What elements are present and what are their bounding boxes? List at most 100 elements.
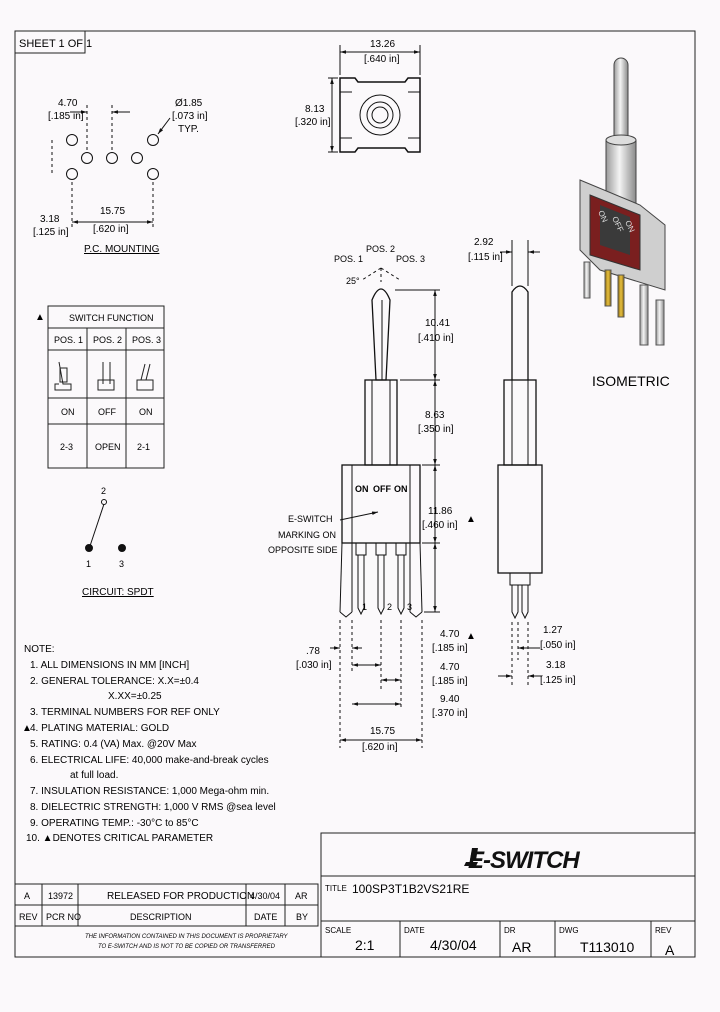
pos2-label: POS. 2 xyxy=(366,244,395,254)
pcb-dim-hole-typ: TYP. xyxy=(178,124,199,135)
note-6: 6. ELECTRICAL LIFE: 40,000 make-and-brea… xyxy=(30,755,269,766)
rev-header-desc: DESCRIPTION xyxy=(130,912,192,922)
date-label: DATE xyxy=(404,926,425,935)
sheet-label: SHEET 1 OF 1 xyxy=(19,38,92,50)
rev-row-pcr: 13972 xyxy=(48,891,73,901)
front-dim-pin-left-inch: [.030 in] xyxy=(296,660,332,671)
front-dim-width-inch: [.620 in] xyxy=(362,742,398,753)
top-dim-width-inch: [.640 in] xyxy=(364,54,400,65)
switch-function-table xyxy=(47,305,165,469)
top-dim-height-inch: [.320 in] xyxy=(295,117,331,128)
front-dim-width: 15.75 xyxy=(370,726,395,737)
dr-label: DR xyxy=(504,926,516,935)
pcb-dim-hole: Ø1.85 xyxy=(175,98,203,109)
notes-heading: NOTE: xyxy=(24,644,55,655)
rev-row-date: 4/30/04 xyxy=(250,891,280,901)
dr-value: AR xyxy=(512,939,531,955)
body-label-on1: ON xyxy=(355,484,369,494)
note-7: 7. INSULATION RESISTANCE: 1,000 Mega-ohm… xyxy=(30,786,269,797)
note-2: 2. GENERAL TOLERANCE: X.X=±0.4 xyxy=(30,676,199,687)
dwg-label: DWG xyxy=(559,926,579,935)
side-dim-top: 2.92 xyxy=(474,237,494,248)
side-dim-pin2: 3.18 xyxy=(546,660,566,671)
side-view xyxy=(497,240,543,686)
rev-row-desc: RELEASED FOR PRODUCTION xyxy=(107,891,254,902)
critical-marker-note: ▲ xyxy=(22,723,32,734)
circuit-pin-3: 3 xyxy=(119,559,124,569)
title-label: TITLE xyxy=(325,884,347,893)
note-8: 8. DIELECTRIC STRENGTH: 1,000 V RMS @sea… xyxy=(30,802,276,813)
notes-block: NOTE: 1. ALL DIMENSIONS IN MM [INCH] 2. … xyxy=(22,644,276,844)
disclaimer-line-1: THE INFORMATION CONTAINED IN THIS DOCUME… xyxy=(85,934,288,940)
sf-state-3: ON xyxy=(139,407,153,417)
front-dim-pin-a-inch: [.185 in] xyxy=(432,643,468,654)
rev-row-by: AR xyxy=(295,891,308,901)
pcb-dim-left: 3.18 xyxy=(40,214,60,225)
front-dim-body-inch: [.460 in] xyxy=(422,520,458,531)
front-dim-body: 11.86 xyxy=(428,506,453,517)
pos1-label: POS. 1 xyxy=(334,254,363,264)
pcb-dim-left-inch: [.125 in] xyxy=(33,227,69,238)
front-dim-bushing-inch: [.350 in] xyxy=(418,424,454,435)
front-dim-lever: 10.41 xyxy=(425,318,450,329)
circuit-pin-2: 2 xyxy=(101,486,106,496)
circuit-caption: CIRCUIT: SPDT xyxy=(82,587,154,598)
body-label-on2: ON xyxy=(394,484,408,494)
scale-label: SCALE xyxy=(325,926,351,935)
front-dim-lever-inch: [.410 in] xyxy=(418,333,454,344)
switch-function-title: SWITCH FUNCTION xyxy=(69,313,154,323)
note-3: 3. TERMINAL NUMBERS FOR REF ONLY xyxy=(30,707,220,718)
sf-header-pos1: POS. 1 xyxy=(54,335,83,345)
marking-note-1: E-SWITCH xyxy=(288,514,333,524)
rev-header-date: DATE xyxy=(254,912,277,922)
sf-conn-1: 2-3 xyxy=(60,442,73,452)
note-1: 1. ALL DIMENSIONS IN MM [INCH] xyxy=(30,660,189,671)
critical-marker-1: ▲ xyxy=(466,514,476,525)
top-dim-height: 8.13 xyxy=(305,104,325,115)
pcb-dim-hole-inch: [.073 in] xyxy=(172,111,208,122)
note-2b: X.XX=±0.25 xyxy=(108,691,162,702)
side-dim-pin-inch: [.050 in] xyxy=(540,640,576,651)
front-dim-pin-left: .78 xyxy=(306,646,320,657)
pcb-dim-top: 4.70 xyxy=(58,98,78,109)
front-dim-pin-b-inch: [.185 in] xyxy=(432,676,468,687)
front-dim-pin-b: 4.70 xyxy=(440,662,460,673)
scale-value: 2:1 xyxy=(355,937,375,953)
note-10: 10. ▲DENOTES CRITICAL PARAMETER xyxy=(26,833,213,844)
top-view xyxy=(328,45,421,153)
rev-row-rev: A xyxy=(24,891,30,901)
pin-number-3: 3 xyxy=(407,602,412,612)
critical-marker-table: ▲ xyxy=(35,312,45,323)
pcb-dim-bottom: 15.75 xyxy=(100,206,125,217)
sf-conn-2: OPEN xyxy=(95,442,121,452)
side-dim-pin: 1.27 xyxy=(543,625,563,636)
rev-label: REV xyxy=(655,926,672,935)
sf-conn-3: 2-1 xyxy=(137,442,150,452)
pcb-mounting-view xyxy=(51,105,171,228)
sf-header-pos2: POS. 2 xyxy=(93,335,122,345)
logo-text: E-SWITCH xyxy=(468,847,580,874)
top-dim-width: 13.26 xyxy=(370,39,395,50)
front-view xyxy=(330,267,440,748)
pin-number-2: 2 xyxy=(387,602,392,612)
rev-header-by: BY xyxy=(296,912,308,922)
front-dim-pin-c: 9.40 xyxy=(440,694,460,705)
note-4: 4. PLATING MATERIAL: GOLD xyxy=(30,723,169,734)
note-6b: at full load. xyxy=(70,770,118,781)
pos3-label: POS. 3 xyxy=(396,254,425,264)
rev-header-rev: REV xyxy=(19,912,38,922)
pin-number-1: 1 xyxy=(362,602,367,612)
disclaimer-line-2: TO E-SWITCH AND IS NOT TO BE COPIED OR T… xyxy=(98,944,276,950)
pcb-dim-bottom-inch: [.620 in] xyxy=(93,224,129,235)
body-label-off: OFF xyxy=(373,484,391,494)
critical-marker-2: ▲ xyxy=(466,631,476,642)
circuit-pin-1: 1 xyxy=(86,559,91,569)
title-block xyxy=(320,832,696,958)
circuit-diagram xyxy=(85,499,126,552)
marking-note-3: OPPOSITE SIDE xyxy=(268,545,338,555)
sf-state-1: ON xyxy=(61,407,75,417)
title-value: 100SP3T1B2VS21RE xyxy=(352,882,469,896)
front-dim-pin-a: 4.70 xyxy=(440,629,460,640)
isometric-label: ISOMETRIC xyxy=(592,373,670,389)
